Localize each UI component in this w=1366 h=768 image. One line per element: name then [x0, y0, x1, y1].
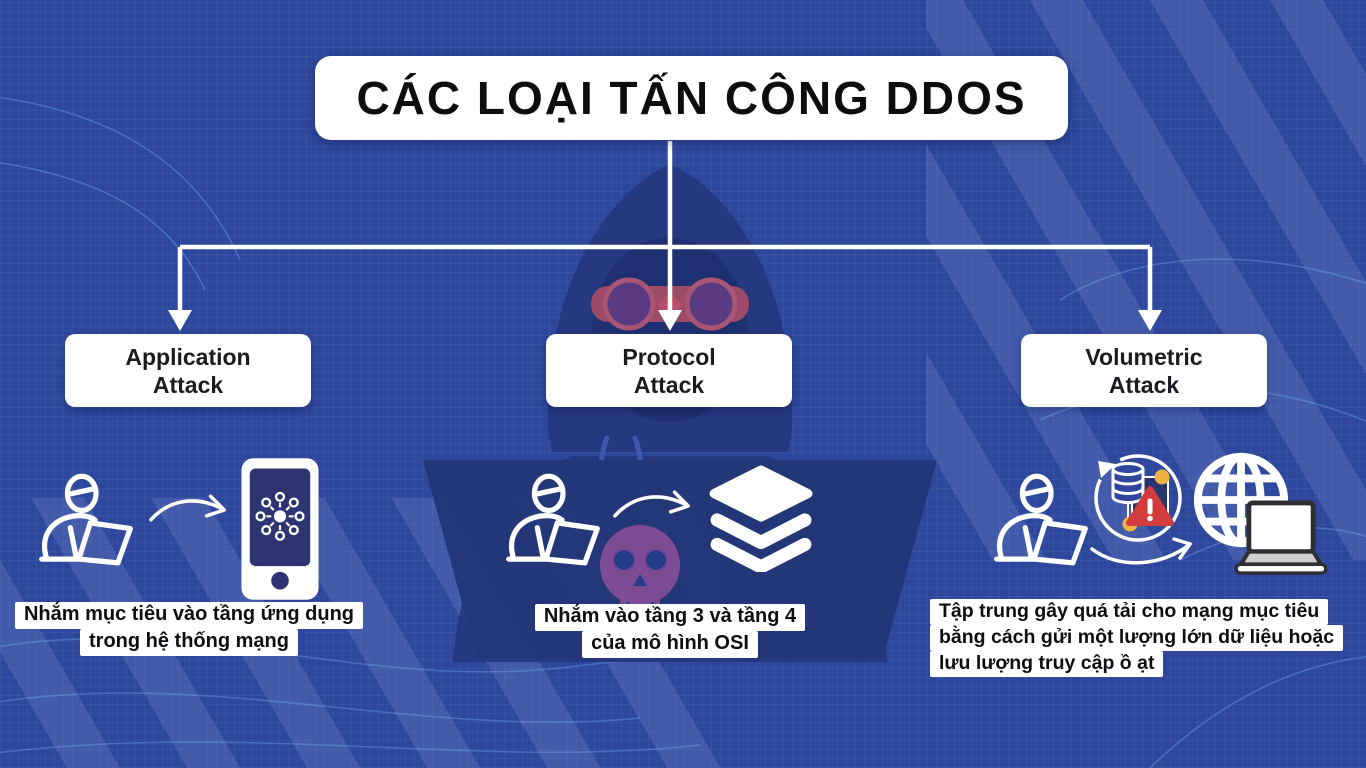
- volumetric-attack-description: Tập trung gây quá tải cho mạng mục tiêu …: [930, 599, 1362, 677]
- hacker-at-laptop-icon: [36, 468, 136, 573]
- box-label-line1: Application: [125, 343, 251, 370]
- curved-arrow-icon: [613, 490, 691, 518]
- desc-line: Tập trung gây quá tải cho mạng mục tiêu: [930, 599, 1329, 625]
- home-button: [271, 571, 289, 590]
- box-label-line1: Volumetric: [1085, 343, 1203, 370]
- swoosh-arrow: [1090, 537, 1192, 565]
- application-attack-box: Application Attack: [65, 334, 311, 407]
- application-attack-description: Nhắm mục tiêu vào tầng ứng dụng trong hệ…: [6, 602, 372, 656]
- laptop-icon: [1234, 500, 1328, 575]
- hacker-at-laptop-icon: [503, 468, 603, 573]
- goggle-lens-right: [684, 277, 738, 331]
- desc-line: Nhắm mục tiêu vào tầng ứng dụng: [14, 602, 364, 629]
- volumetric-attack-box: Volumetric Attack: [1021, 334, 1267, 407]
- protocol-attack-box: Protocol Attack: [546, 334, 792, 407]
- desc-line: trong hệ thống mạng: [80, 629, 298, 656]
- box-label-line2: Attack: [633, 371, 705, 398]
- desc-line: của mô hình OSI: [582, 631, 758, 658]
- network-hub-icon: [255, 491, 305, 541]
- sync-arrowhead: [1098, 461, 1116, 478]
- desc-line: Nhắm vào tầng 3 và tầng 4: [534, 604, 806, 631]
- hacker-at-laptop-icon: [991, 468, 1091, 573]
- title-banner: CÁC LOẠI TẤN CÔNG DDOS: [315, 56, 1068, 140]
- node-dot-top: [1154, 469, 1170, 485]
- hacker-silhouette: [423, 164, 937, 662]
- box-label-line1: Protocol: [622, 343, 716, 370]
- box-label-line2: Attack: [152, 371, 224, 398]
- goggle-lens-left: [602, 277, 656, 331]
- smartphone-network-icon: [241, 458, 319, 600]
- data-sync-warning-icon: [1090, 454, 1192, 565]
- desc-line: bằng cách gửi một lượng lớn dữ liệu hoặc: [930, 625, 1344, 651]
- box-label-line2: Attack: [1108, 371, 1180, 398]
- warning-icon: [1126, 486, 1174, 526]
- page-title: CÁC LOẠI TẤN CÔNG DDOS: [356, 72, 1027, 124]
- desc-line: lưu lượng truy cập ồ ạt: [930, 651, 1164, 677]
- globe-icon: [1193, 452, 1289, 548]
- curved-arrow-icon: [149, 494, 227, 522]
- layers-icon: [709, 465, 813, 572]
- protocol-attack-description: Nhắm vào tầng 3 và tầng 4 của mô hình OS…: [490, 604, 850, 658]
- database-icon: [1111, 462, 1145, 504]
